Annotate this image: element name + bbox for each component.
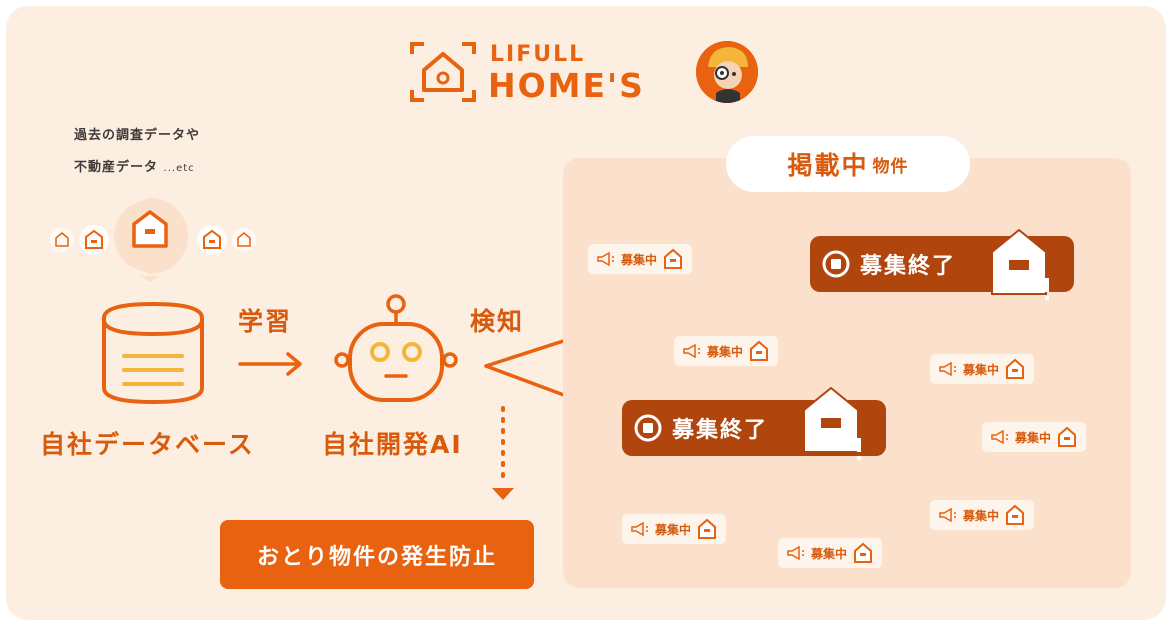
detect-label: 検知 [470, 307, 525, 336]
small-house-icon-3 [197, 225, 227, 255]
megaphone-icon [939, 361, 956, 377]
recruiting-tag: 募集中 [622, 514, 727, 544]
recruiting-tag: 募集中 [930, 500, 1035, 530]
logo-homes-text: HOME'S [488, 66, 645, 105]
ended-text: 募集終了 [672, 418, 769, 443]
alert-house-icon [991, 228, 1047, 295]
house-icon [1006, 358, 1025, 379]
ended-text: 募集終了 [860, 254, 957, 279]
ai-label: 自社開発AI [322, 430, 463, 459]
recruiting-text: 募集中 [621, 252, 658, 267]
megaphone-icon [683, 343, 700, 359]
prevention-box: おとり物件の発生防止 [220, 520, 534, 589]
database-icon [102, 301, 204, 405]
source-line-1: 過去の調査データや [74, 128, 201, 143]
recruiting-text: 募集中 [1015, 430, 1052, 445]
recruiting-text: 募集中 [963, 362, 1000, 377]
mascot-avatar [696, 41, 758, 103]
learn-arrow [238, 352, 302, 376]
house-logo-icon [410, 42, 476, 102]
exclamation-icon [857, 438, 861, 460]
megaphone-icon [787, 545, 804, 561]
lifull-homes-logo: LIFULL HOME'S [408, 40, 643, 105]
stop-icon [822, 250, 850, 278]
house-data-carousel [50, 198, 256, 282]
house-icon [698, 518, 717, 539]
megaphone-icon [991, 429, 1008, 445]
listed-title-main: 掲載中 [787, 151, 869, 180]
small-house-icon-1 [50, 228, 74, 252]
exclamation-icon [1045, 278, 1049, 300]
small-house-icon-4 [232, 228, 256, 252]
recruitment-ended-tag: 募集終了 [622, 386, 886, 460]
megaphone-icon [597, 251, 614, 267]
logo-lifull-text: LIFULL [490, 42, 586, 67]
source-line-2: 不動産データ ...etc [74, 156, 195, 175]
recruiting-text: 募集中 [811, 546, 848, 561]
database-label: 自社データベース [40, 430, 255, 459]
robot-icon [334, 294, 458, 402]
source-etc: ...etc [163, 163, 195, 174]
learn-label: 学習 [238, 307, 293, 336]
alert-house-icon [803, 386, 859, 453]
megaphone-icon [939, 507, 956, 523]
recruiting-tag: 募集中 [588, 244, 693, 274]
house-icon [750, 340, 769, 361]
source-line-2-text: 不動産データ [74, 160, 159, 175]
house-icon [854, 542, 873, 563]
house-icon [664, 248, 683, 269]
recruiting-text: 募集中 [707, 344, 744, 359]
detective-mascot-icon [696, 41, 758, 103]
stop-icon [634, 414, 662, 442]
listed-properties-title: 掲載中 物件 [726, 136, 970, 192]
listed-title-suffix: 物件 [872, 156, 909, 177]
recruiting-tag: 募集中 [674, 336, 779, 366]
recruiting-text: 募集中 [655, 522, 692, 537]
prevention-arrow [492, 406, 514, 500]
house-icon [1006, 504, 1025, 525]
recruiting-tag: 募集中 [982, 422, 1087, 452]
recruiting-text: 募集中 [963, 508, 1000, 523]
house-icon [1058, 426, 1077, 447]
recruiting-tag: 募集中 [778, 538, 883, 568]
recruiting-tag: 募集中 [930, 354, 1035, 384]
main-house-icon [114, 198, 188, 282]
megaphone-icon [631, 521, 648, 537]
recruitment-ended-tag: 募集終了 [810, 228, 1074, 300]
small-house-icon-2 [79, 225, 109, 255]
